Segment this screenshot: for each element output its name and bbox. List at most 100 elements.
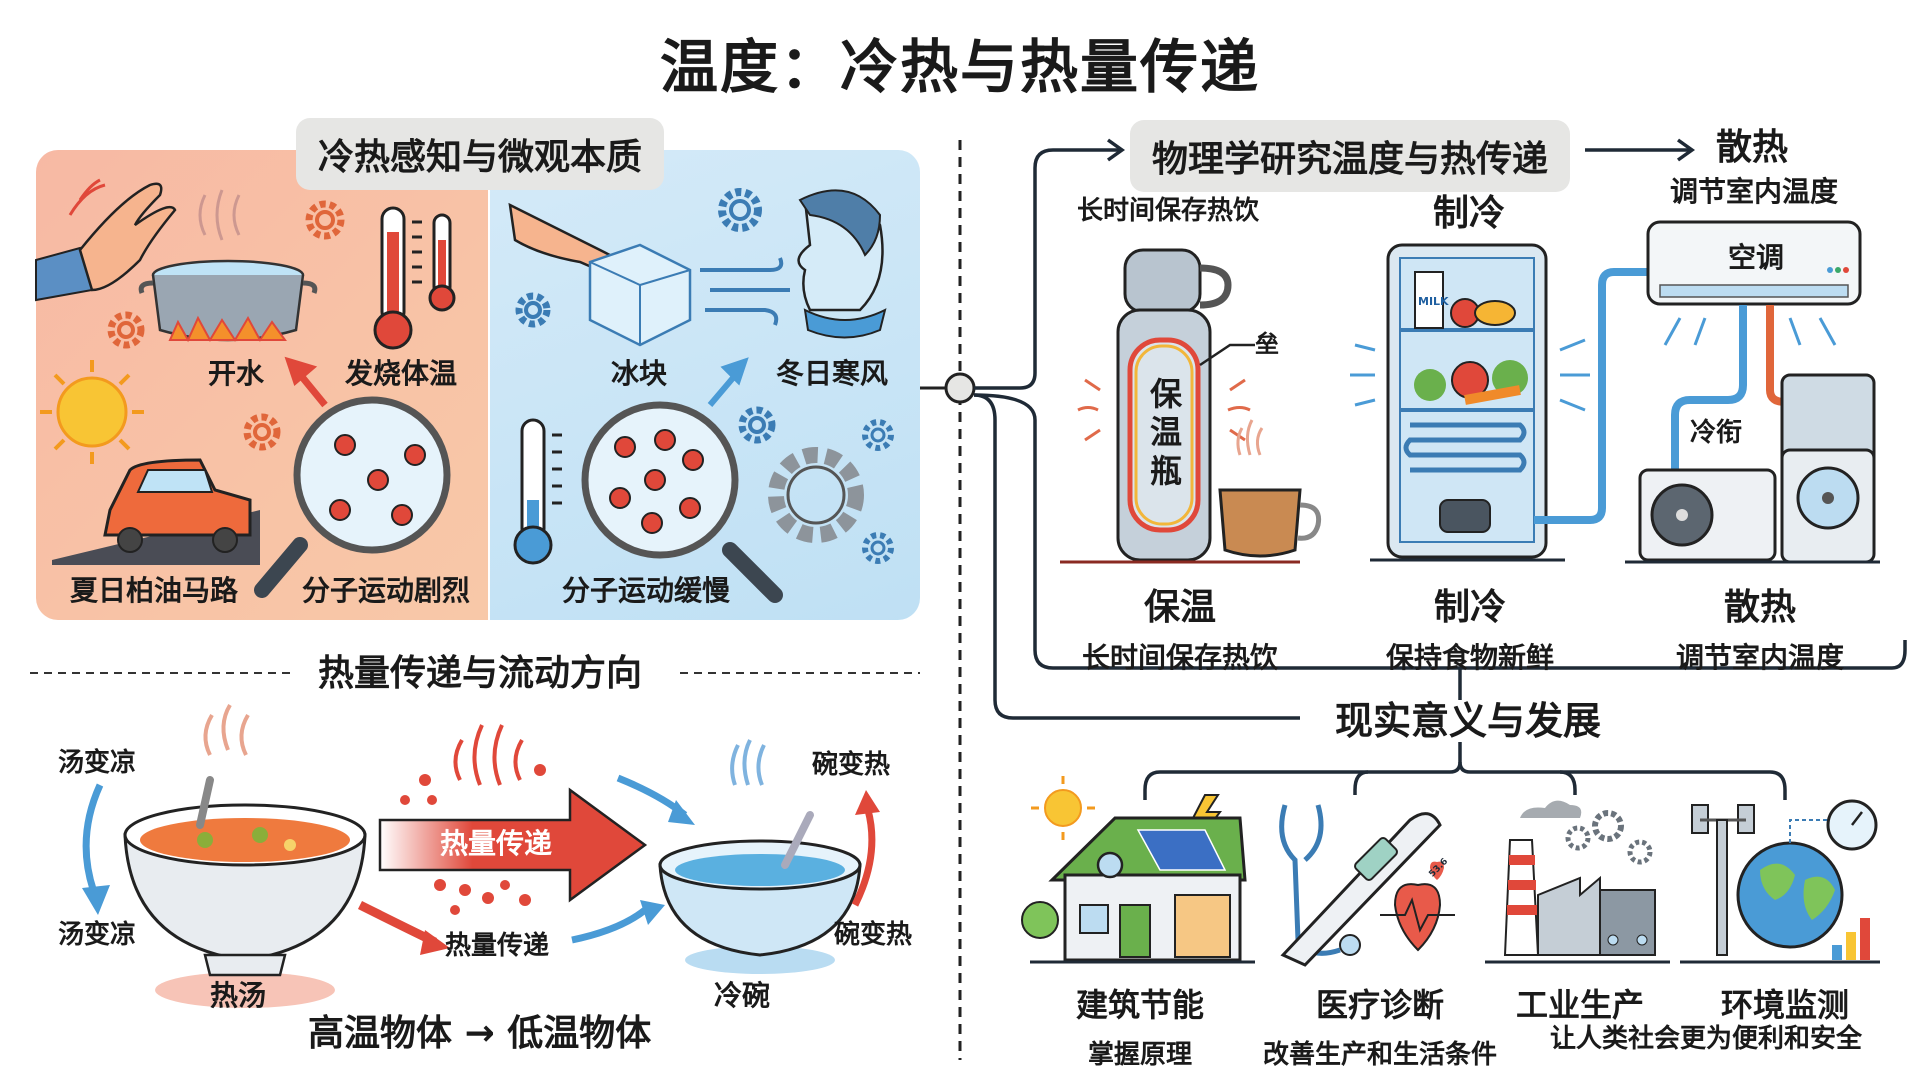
significance-item-building: 建筑节能 掌握原理 [1040, 980, 1240, 1071]
gear-icon [862, 419, 894, 451]
label-heat-transfer-small: 热量传递 [445, 931, 550, 961]
significance-item-industry: 工业生产 [1495, 980, 1665, 1026]
fridge-icon [1350, 243, 1650, 562]
transfer-heading: 热量传递与流动方向 [318, 653, 643, 694]
item-title: 环境监测 [1720, 986, 1849, 1024]
up-right-arrow-icon [707, 357, 749, 407]
environment-monitoring-icon [1680, 799, 1880, 964]
app-card-heat-dissipation: 散热 调节室内温度 [1640, 578, 1880, 676]
gear-icon [1565, 825, 1591, 851]
ac-label: 空调 [1728, 241, 1785, 274]
label-bowl-heats-top: 碗变热 [812, 750, 891, 780]
rule-from: 高温物体 [308, 1013, 453, 1054]
app-desc: 保持食物新鲜 [1385, 641, 1554, 674]
boiling-pot-icon [138, 189, 318, 343]
factory-icon [1485, 800, 1670, 964]
gear-icon [1627, 839, 1653, 865]
rule-arrow: → [464, 1013, 495, 1054]
hand-on-ice-icon [508, 202, 692, 347]
medical-thermometer-icon [1279, 804, 1455, 967]
app-desc: 长时间保存热饮 [1081, 641, 1278, 674]
gear-icon [515, 292, 551, 328]
hand-icon [35, 178, 177, 302]
significance-summary: 让人类社会更为便利和安全 [1550, 1024, 1863, 1054]
gear-icon [107, 311, 145, 349]
magnifier-cold-molecules-icon [581, 401, 783, 603]
app-title: 制冷 [1433, 587, 1506, 628]
fridge-top-caption: 制冷 [1433, 193, 1506, 234]
label-slow-molecules: 分子运动缓慢 [562, 574, 731, 607]
label-hot-soup: 热汤 [210, 979, 267, 1012]
label-soup-cools-bottom: 汤变凉 [58, 920, 137, 950]
top-right-subtitle: 调节室内温度 [1670, 175, 1839, 208]
label-boiling-water: 开水 [208, 357, 265, 390]
heat-dots [400, 764, 546, 915]
label-bowl-heats-bottom: 碗变热 [834, 920, 913, 950]
significance-item-environment: 环境监测 [1700, 980, 1870, 1026]
cold-bowl-icon [658, 739, 862, 974]
app-title: 散热 [1723, 587, 1796, 628]
tea-cup-icon [1218, 419, 1322, 558]
left-cooling-arrow [82, 783, 104, 897]
label-fever: 发烧体温 [345, 357, 458, 390]
thermos-icon [1060, 248, 1300, 564]
rule-to: 低温物体 [507, 1013, 652, 1054]
gear-icon [305, 200, 345, 240]
large-gear-icon [768, 447, 864, 543]
item-desc: 改善生产和生活条件 [1262, 1040, 1497, 1070]
right-heating-arrow [851, 809, 876, 907]
gear-icon [718, 188, 762, 232]
perception-heading: 冷热感知与微观本质 [296, 118, 665, 190]
item-title: 建筑节能 [1075, 986, 1204, 1024]
sun-icon [1031, 776, 1095, 840]
gear-icon [738, 406, 776, 444]
item-title: 医疗诊断 [1315, 986, 1444, 1024]
item-desc: 掌握原理 [1087, 1040, 1192, 1070]
thermos-label: 保温瓶 [1149, 375, 1182, 490]
label-winter-wind: 冬日寒风 [776, 357, 889, 390]
wind-icon [700, 257, 790, 326]
label-soup-cools-top: 汤变凉 [58, 748, 137, 778]
item-title: 工业生产 [1515, 986, 1644, 1024]
person-cold-icon [797, 189, 887, 339]
app-card-insulation: 保温 长时间保存热饮 [1060, 578, 1300, 676]
label-heat-transfer-arrow: 热量传递 [440, 827, 553, 860]
page-title: 温度：冷热与热量传递 [659, 33, 1260, 101]
physics-heading: 物理学研究温度与热传递 [1130, 120, 1571, 192]
heat-flow-rule: 高温物体 → 低温物体 [308, 1004, 651, 1056]
sun-icon [40, 360, 144, 464]
hot-soup-bowl-icon [123, 703, 367, 1008]
milk-label: MILK [1418, 295, 1449, 308]
app-desc: 调节室内温度 [1675, 641, 1844, 674]
heat-transfer-big-arrow [378, 787, 648, 903]
significance-heading: 现实意义与发展 [1335, 699, 1602, 743]
label-cold-bowl: 冷碗 [714, 979, 771, 1012]
thermometer-cold-icon [513, 418, 562, 565]
label-fast-molecules: 分子运动剧烈 [302, 574, 471, 607]
air-conditioner-icon [1625, 220, 1880, 564]
gear-icon [862, 532, 894, 564]
gear-icon [243, 413, 281, 451]
top-right-title: 散热 [1716, 127, 1789, 168]
energy-house-icon [1021, 776, 1255, 964]
car-icon [52, 458, 260, 565]
thermometer-icon [373, 206, 456, 350]
gear-icon [1592, 810, 1624, 842]
ac-cold-label: 冷衔 [1690, 418, 1743, 448]
magnifier-hot-molecules-icon [254, 396, 451, 598]
thermos-top-caption: 长时间保存热饮 [1077, 196, 1260, 226]
app-card-refrigeration: 制冷 保持食物新鲜 [1350, 578, 1590, 676]
label-ice: 冰块 [611, 357, 668, 390]
thermos-callout: 垒 [1255, 330, 1279, 358]
heat-waves-icon [453, 724, 524, 786]
significance-item-medical: 医疗诊断 改善生产和生活条件 [1240, 980, 1520, 1071]
label-asphalt: 夏日柏油马路 [70, 574, 239, 607]
up-arrow-icon [284, 356, 328, 408]
app-title: 保温 [1143, 587, 1216, 628]
